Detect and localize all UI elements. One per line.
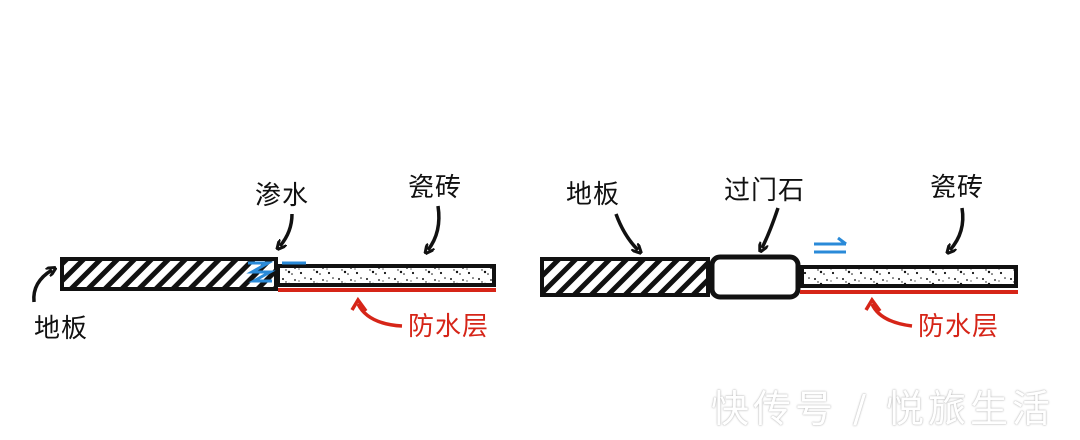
left-tile <box>276 264 496 287</box>
left-diagram <box>32 205 496 328</box>
left-floor-arrow <box>32 270 52 303</box>
right-threshold-stone-label: 过门石 <box>724 176 806 206</box>
right-tile-arrow <box>950 207 965 250</box>
right-tile-label: 瓷砖 <box>930 173 985 203</box>
left-water-seepage-mark <box>246 261 306 283</box>
left-seepage-arrow <box>280 213 294 246</box>
right-waterproof-arrow <box>870 303 913 328</box>
right-stone-arrow <box>762 207 780 248</box>
right-threshold-stone <box>709 254 801 300</box>
left-waterproof-arrow-head <box>350 296 368 313</box>
left-wood-floor-label: 地板 <box>34 314 89 344</box>
right-wood-floor-label: 地板 <box>566 180 621 210</box>
right-water-mark <box>814 236 847 254</box>
left-waterproof-arrow <box>356 303 403 328</box>
right-waterproof-arrow-head <box>864 296 882 313</box>
left-waterproof-layer-label: 防水层 <box>408 312 490 342</box>
right-floor-arrow <box>614 213 638 250</box>
right-wood-floor <box>540 257 710 297</box>
right-diagram <box>540 207 1018 328</box>
left-tile-label: 瓷砖 <box>408 173 463 203</box>
watermark: 快传号 / 悦旅生活 <box>711 387 1054 431</box>
right-waterproof-layer-label: 防水层 <box>918 312 1000 342</box>
left-water-seepage-label: 渗水 <box>255 181 310 211</box>
left-tile-arrow <box>428 205 441 250</box>
right-tile <box>800 265 1018 288</box>
left-wood-floor <box>60 257 278 291</box>
